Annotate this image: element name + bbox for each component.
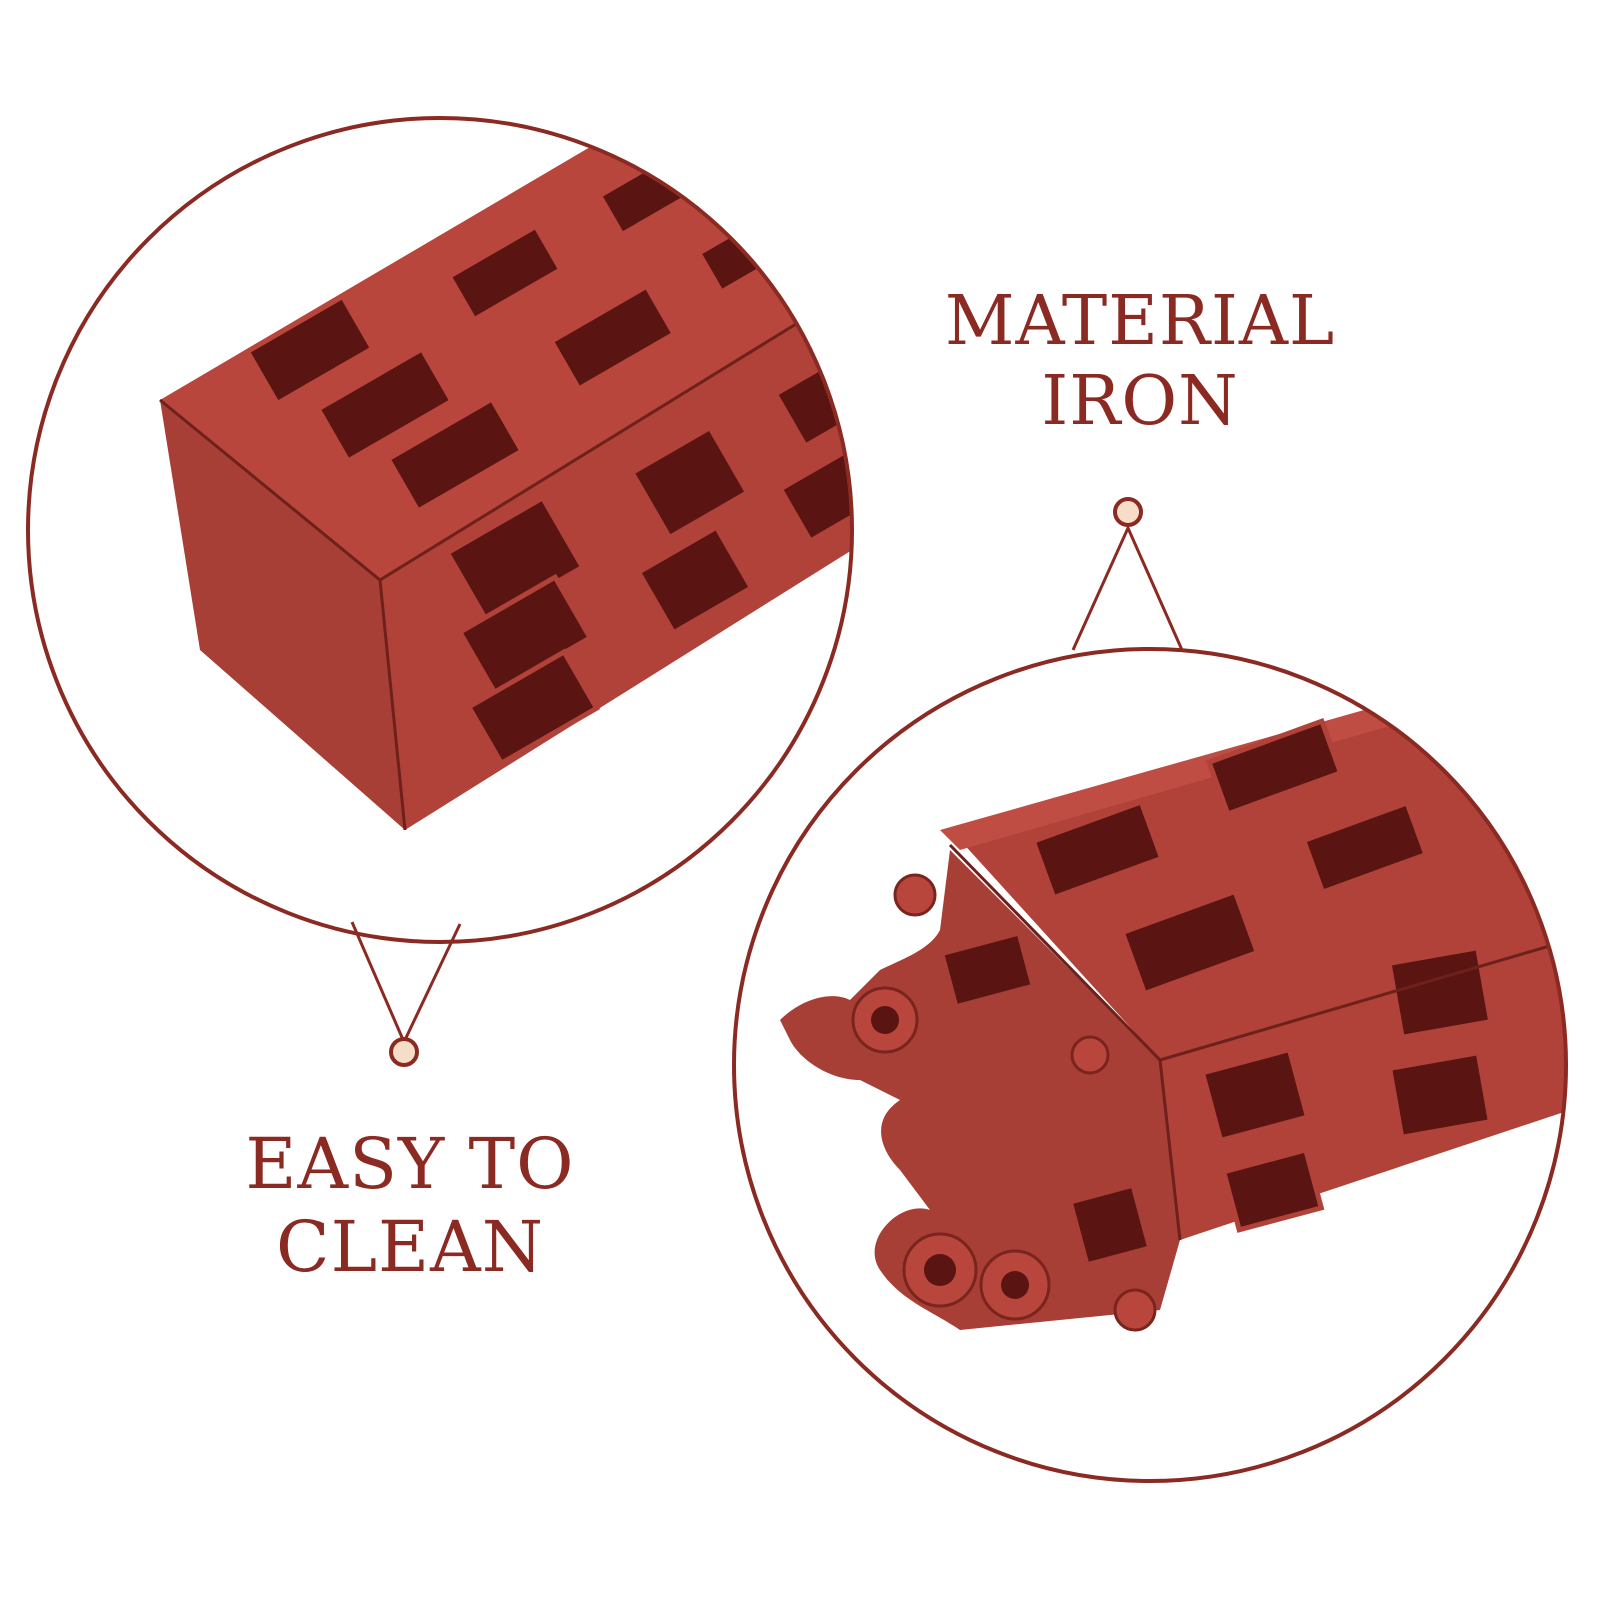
easy-clean-caption-line2: CLEAN bbox=[276, 1205, 544, 1288]
material-caption: MATERIAL IRON bbox=[930, 282, 1350, 442]
lid-closeup bbox=[780, 680, 1566, 1332]
bottom-zoom-circle bbox=[732, 647, 1568, 1483]
easy-clean-caption: EASY TO CLEAN bbox=[220, 1123, 600, 1288]
top-callout-connector bbox=[350, 921, 462, 1067]
material-caption-line2: IRON bbox=[1041, 362, 1239, 442]
easy-clean-caption-line1: EASY TO bbox=[245, 1123, 575, 1205]
top-zoom-circle bbox=[26, 116, 854, 944]
material-caption-line1: MATERIAL bbox=[944, 282, 1336, 361]
box-closeup bbox=[159, 120, 852, 831]
callout-dot bbox=[389, 1037, 419, 1067]
callout-dot bbox=[1113, 497, 1143, 527]
bottom-callout-connector bbox=[1071, 497, 1184, 651]
